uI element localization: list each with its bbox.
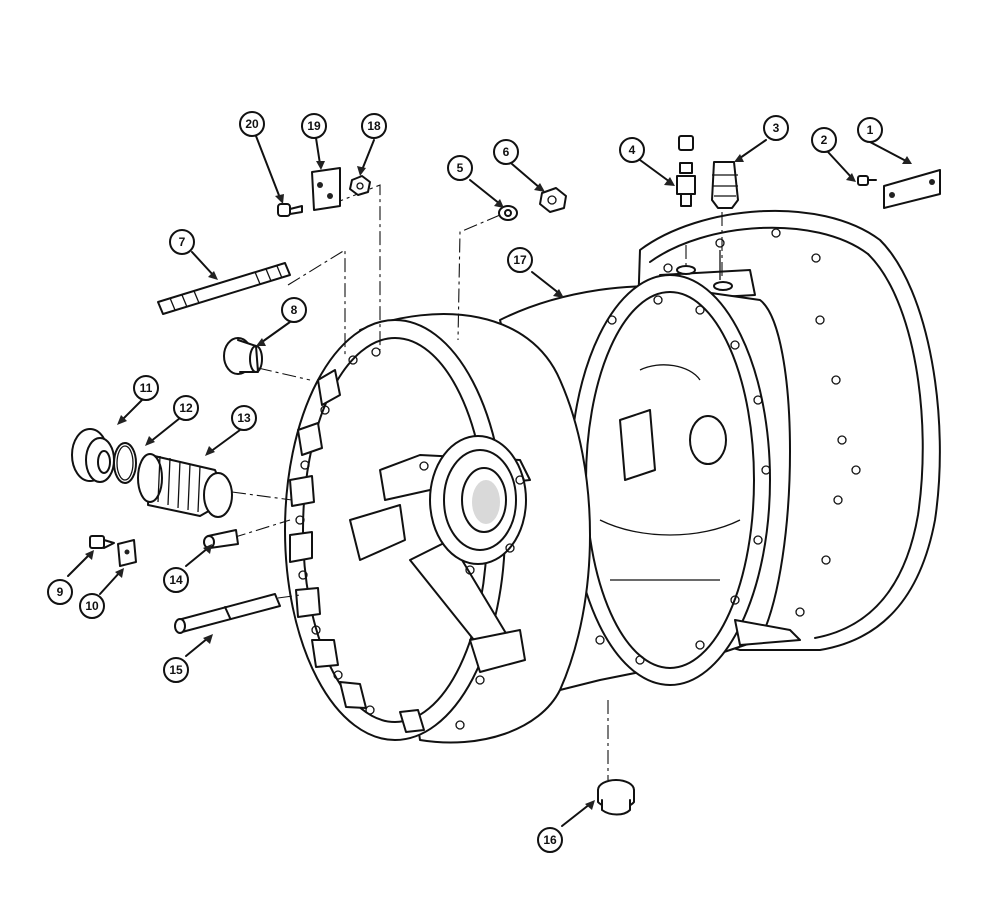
svg-text:7: 7 bbox=[179, 235, 186, 249]
callout-8: 8 bbox=[281, 297, 307, 323]
part-2-screw bbox=[857, 175, 877, 186]
callout-2: 2 bbox=[811, 127, 837, 153]
svg-text:2: 2 bbox=[821, 133, 828, 147]
part-4-fitting bbox=[676, 135, 696, 207]
callouts: 1 2 3 4 5 6 7 8 9 10 11 12 13 14 15 16 1… bbox=[47, 111, 883, 853]
front-ring-bolt-holes bbox=[295, 347, 485, 730]
callout-12: 12 bbox=[173, 395, 199, 421]
part-1-plate bbox=[883, 169, 941, 209]
callout-16: 16 bbox=[537, 827, 563, 853]
svg-text:5: 5 bbox=[457, 161, 464, 175]
svg-text:9: 9 bbox=[57, 585, 64, 599]
callout-15: 15 bbox=[163, 657, 189, 683]
part-8-plug bbox=[223, 337, 263, 375]
callout-14: 14 bbox=[163, 567, 189, 593]
part-20-screw bbox=[277, 203, 303, 217]
callout-5: 5 bbox=[447, 155, 473, 181]
svg-text:3: 3 bbox=[773, 121, 780, 135]
svg-text:8: 8 bbox=[291, 303, 298, 317]
svg-text:1: 1 bbox=[867, 123, 874, 137]
callout-17: 17 bbox=[507, 247, 533, 273]
callout-1: 1 bbox=[857, 117, 883, 143]
part-15-shaft bbox=[174, 593, 281, 634]
svg-text:13: 13 bbox=[237, 411, 251, 425]
callout-18: 18 bbox=[361, 113, 387, 139]
ring-bolt-holes bbox=[595, 295, 771, 665]
callout-6: 6 bbox=[493, 139, 519, 165]
part-14-pin bbox=[203, 529, 239, 549]
svg-text:10: 10 bbox=[85, 599, 99, 613]
part-7-stud bbox=[157, 262, 291, 315]
callout-13: 13 bbox=[231, 405, 257, 431]
callout-7: 7 bbox=[169, 229, 195, 255]
svg-text:15: 15 bbox=[169, 663, 183, 677]
part-19-bracket bbox=[311, 167, 341, 211]
part-5-washer bbox=[498, 205, 518, 221]
part-16-drainplug bbox=[597, 779, 635, 816]
callout-11: 11 bbox=[133, 375, 159, 401]
svg-text:18: 18 bbox=[367, 119, 381, 133]
flange-bolt-holes bbox=[663, 228, 861, 617]
assembly-lines bbox=[231, 184, 723, 780]
part-11-cover bbox=[71, 428, 115, 483]
callout-9: 9 bbox=[47, 579, 73, 605]
ring-lugs bbox=[289, 369, 425, 733]
svg-text:6: 6 bbox=[503, 145, 510, 159]
callout-19: 19 bbox=[301, 113, 327, 139]
svg-text:19: 19 bbox=[307, 119, 321, 133]
part-10-lockplate bbox=[117, 539, 137, 567]
front-ring-housing bbox=[284, 313, 591, 744]
svg-text:17: 17 bbox=[513, 253, 527, 267]
part-9-screw bbox=[89, 535, 115, 549]
svg-text:11: 11 bbox=[140, 381, 153, 395]
svg-text:16: 16 bbox=[543, 833, 557, 847]
part-18-nut bbox=[349, 175, 371, 196]
svg-text:14: 14 bbox=[169, 573, 183, 587]
callout-3: 3 bbox=[763, 115, 789, 141]
part-6-nut bbox=[539, 187, 567, 213]
part-13-filter bbox=[137, 453, 233, 518]
callout-10: 10 bbox=[79, 593, 105, 619]
leader-arrows bbox=[67, 135, 912, 827]
part-12-oring bbox=[113, 442, 137, 484]
callout-4: 4 bbox=[619, 137, 645, 163]
svg-text:12: 12 bbox=[179, 401, 193, 415]
part-3-breather bbox=[711, 161, 739, 209]
callout-20: 20 bbox=[239, 111, 265, 137]
svg-text:20: 20 bbox=[245, 117, 259, 131]
svg-text:4: 4 bbox=[629, 143, 636, 157]
